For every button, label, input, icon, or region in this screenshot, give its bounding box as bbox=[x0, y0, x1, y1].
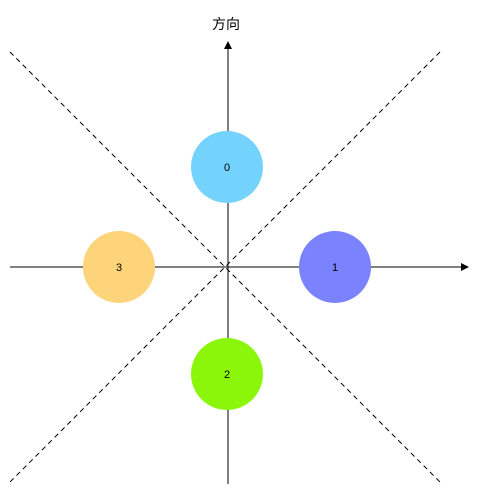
node-circle-1 bbox=[299, 231, 371, 303]
diagonal-divider-left-to-right bbox=[9, 51, 441, 483]
direction-node-3: 3 bbox=[83, 231, 155, 303]
node-circle-2 bbox=[191, 338, 263, 410]
node-circle-0 bbox=[191, 131, 263, 203]
node-label-0: 0 bbox=[224, 162, 230, 174]
direction-node-1: 1 bbox=[299, 231, 371, 303]
diagonal-divider-right-to-left bbox=[9, 51, 441, 483]
direction-node-0: 0 bbox=[191, 131, 263, 203]
node-label-3: 3 bbox=[116, 262, 122, 274]
node-circle-3 bbox=[83, 231, 155, 303]
direction-node-2: 2 bbox=[191, 338, 263, 410]
axis-title: 方向 bbox=[212, 17, 240, 33]
node-label-1: 1 bbox=[332, 262, 338, 274]
node-label-2: 2 bbox=[224, 369, 230, 381]
